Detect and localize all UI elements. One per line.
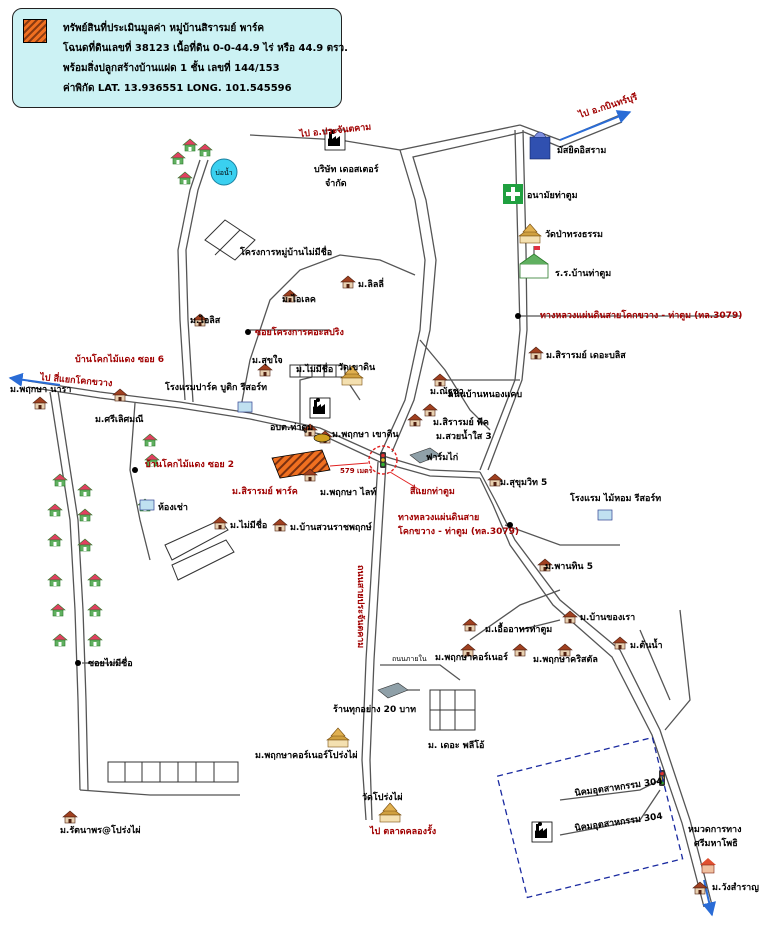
- label-to-khlong-rung: ไป ตลาดคลองรั้ง: [369, 824, 436, 837]
- label-vertical-road: ถนนสายประจันตคาม: [355, 565, 366, 648]
- pond-label: บ่อน้ำ: [215, 166, 232, 177]
- road-labels: ไป อ.ประจันตคาม ไป อ.กบินทร์บุรี ไป สี่แ…: [39, 91, 743, 837]
- label-m-no-name-2: ม.ไม่มีชื่อ: [230, 518, 267, 531]
- label-m-sirarom-peak: ม.สิรารมย์ พีค: [433, 416, 489, 428]
- label-m-ilis: ม.ไอลิส: [190, 314, 221, 326]
- village-blocks: [107, 219, 476, 783]
- label-m-chuta: ม.ณัฐชา: [430, 386, 464, 397]
- label-m-sri-lert: ม.ศรีเลิศมณี: [95, 414, 144, 425]
- label-temple-sa: วัดป่าทรงธรรม: [545, 229, 603, 240]
- label-m-phruksa-corner: ม.พฤกษาคอร์เนอร์: [435, 651, 508, 663]
- label-m-ratna: ม.รัตนาพร@โปร่งไผ่: [60, 824, 141, 836]
- info-line-2: โฉนดที่ดินเลขที่ 38123 เนื้อที่ดิน 0-0-4…: [63, 43, 348, 54]
- label-highway-south-b: โคกขวาง - ท่าตูม (ทล.3079): [397, 525, 519, 537]
- school-icon: [519, 246, 549, 279]
- label-industrial-a: นิคมอุตสาหกรรม 304: [574, 776, 664, 799]
- intersection-marker: [329, 445, 421, 491]
- subject-parcel: [271, 449, 331, 479]
- label-shop-20: ร้านทุกอย่าง 20 บาท: [333, 704, 416, 715]
- label-m-no-name-1: ม.ไม่มีชื่อ: [296, 362, 333, 375]
- label-distance: 579 เมตร: [340, 467, 373, 475]
- label-m-phruksa-nara: ม.พฤกษา นารา: [10, 385, 71, 395]
- label-hotel-mai-hom: โรงแรม ไม้หอม รีสอร์ท: [569, 492, 661, 504]
- label-school: ร.ร.บ้านท่าตูม: [555, 268, 611, 279]
- label-soi-6: บ้านโคกไม้แดง ซอย 6: [75, 353, 164, 365]
- label-m-ua-athon: ม.เอื้ออาทรท่าตูม: [485, 622, 552, 635]
- pond: บ่อน้ำ: [210, 158, 238, 186]
- shed-icons: [377, 447, 441, 699]
- label-clinic: อนามัยท่าตูม: [527, 190, 578, 201]
- junction-dots: [75, 313, 521, 666]
- info-line-4: ค่าพิกัด LAT. 13.936551 LONG. 101.545596: [63, 83, 292, 94]
- label-m-phruksa-prong: ม.พฤกษาคอร์เนอร์โปร่งไผ่: [255, 749, 357, 761]
- info-line-1: ทรัพย์สินที่ประเมินมูลค่า หมู่บ้านสิรารม…: [63, 23, 265, 34]
- car-icon: [313, 433, 331, 443]
- label-soi-no-name: ซอยไม่มีชื่อ: [88, 656, 133, 669]
- label-no-name-project: โครงการหมู่บ้านไม่มีชื่อ: [239, 245, 332, 258]
- label-temple-prong-phai: วัดโปร่งไผ่: [362, 791, 402, 803]
- label-temple-khao-din: วัดเขาดิน: [338, 362, 376, 373]
- label-small-road: ถนนภายใน: [392, 654, 427, 663]
- label-obt: อบต.ท่าตูม: [270, 422, 313, 433]
- label-soi-2: บ้านโคกไม้แดง ซอย 2: [145, 458, 234, 470]
- label-highway-south-a: ทางหลวงแผ่นดินสาย: [398, 512, 479, 523]
- label-farm: ฟาร์มไก่: [426, 451, 458, 463]
- label-m-phruksa-light: ม.พฤกษา ไลท์: [320, 486, 376, 498]
- label-mosque: มัสยิดอิสราม: [557, 145, 606, 156]
- label-intersection: สี่แยกท่าตูม: [409, 484, 454, 497]
- label-highway-north: ทางหลวงแผ่นดินสายโคกขวาง - ท่าตูม (ทล.30…: [540, 309, 742, 321]
- label-m-ban-khong-rao: ม.บ้านของเรา: [580, 612, 635, 623]
- label-kaew-a: หมวดการทาง: [688, 825, 741, 835]
- label-m-phruksa-chris: ม.พฤกษาคริสตัล: [533, 654, 598, 665]
- info-line-3: พร้อมสิ่งปลูกสร้างบ้านแฝด 1 ชั้น เลขที่ …: [63, 63, 280, 74]
- label-industrial-b: นิคมอุตสาหกรรม 304: [574, 811, 664, 834]
- legend-hatch-swatch: [23, 19, 47, 43]
- label-m-the-palm: ม. เดอะ พลีโอ้: [428, 739, 484, 751]
- label-factory-a: บริษัท เดอสเตอร์: [314, 163, 379, 175]
- label-m-sukhumvit: ม.สุขุมวิท 5: [500, 477, 547, 488]
- label-to-kabinburi: ไป อ.กบินทร์บุรี: [576, 91, 639, 122]
- industrial-estate-box: [496, 736, 684, 899]
- label-m-suchai: ม.สุขใจ: [252, 354, 283, 366]
- label-sirarom-bless: ม.สิรารมย์ เดอะบลิส: [546, 349, 626, 361]
- label-kaew-b: ศรีมหาโพธิ: [694, 837, 738, 849]
- place-labels: ม.สิรารมย์ พาร์ค บริษัท เดอสเตอร์ จำกัด …: [10, 145, 759, 893]
- label-soi-project: ซอยโครงการคอะสปริง: [255, 326, 344, 338]
- label-m-phruksa-khao-din: ม.พฤกษา เขาดิน: [332, 429, 399, 440]
- clinic-icon: [503, 184, 523, 204]
- mosque-icon: [529, 131, 551, 160]
- label-subject: ม.สิรารมย์ พาร์ค: [232, 485, 298, 497]
- direction-arrows: [8, 110, 717, 917]
- label-m-pannin: ม.พานทิน 5: [545, 561, 593, 572]
- info-box: ทรัพย์สินที่ประเมินมูลค่า หมู่บ้านสิรารม…: [12, 8, 348, 108]
- label-m-lily: ม.ลิลลี่: [358, 277, 384, 290]
- label-rent-room: ห้องเช่า: [158, 502, 188, 513]
- hotel-icons: [139, 401, 613, 521]
- label-hotel-park: โรงแรมปาร์ค บูติก รีสอร์ท: [164, 381, 267, 393]
- label-factory-b: จำกัด: [325, 178, 347, 189]
- label-m-wang-samran: ม.วังสำราญ: [712, 882, 759, 893]
- label-m-ilex: ม.ไอเลค: [282, 293, 316, 305]
- highway-office-icon: [700, 858, 716, 874]
- label-m-ban-suan: ม.บ้านสวนราชพฤกษ์: [290, 521, 372, 533]
- label-m-ton-nam: ม.ต้นน้ำ: [630, 638, 663, 651]
- label-m-suay-nam-sai: ม.สวยน้ำใส 3: [436, 429, 492, 442]
- label-road-nong-kaeb: ถนนบ้านหนองแคบ: [448, 389, 522, 400]
